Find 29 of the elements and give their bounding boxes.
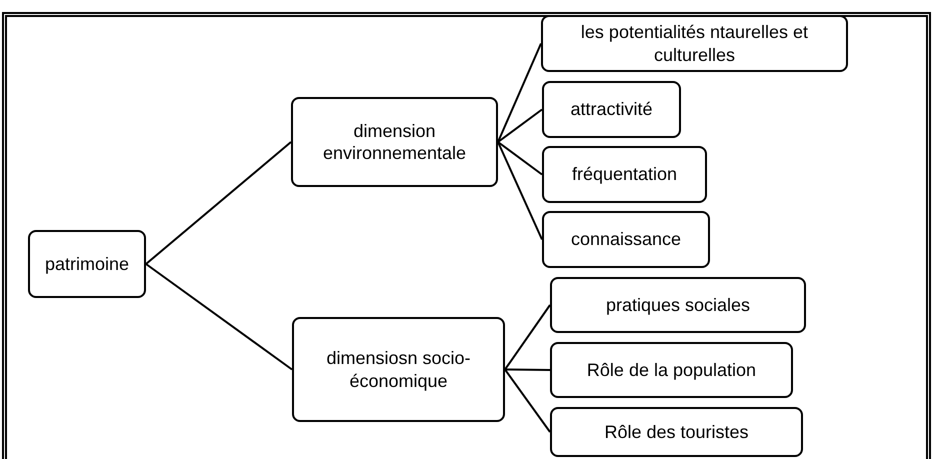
connector-line bbox=[504, 304, 551, 370]
connector-line bbox=[497, 108, 543, 143]
rounded-box bbox=[550, 277, 806, 333]
node-label: fréquentation bbox=[572, 163, 678, 186]
connector-line bbox=[145, 263, 293, 370]
connector-line bbox=[497, 141, 543, 176]
node-label: dimensiosn socio-économique bbox=[325, 347, 472, 392]
node-label: les potentialités ntaurelles et culturelles bbox=[580, 21, 810, 66]
rounded-box bbox=[292, 317, 505, 422]
node-label: connaissance bbox=[570, 228, 682, 251]
node-label: Rôle des touristes bbox=[604, 420, 749, 444]
rounded-box bbox=[28, 230, 146, 298]
node-label: attractivité bbox=[570, 98, 653, 121]
rounded-box bbox=[542, 146, 707, 203]
node-label: Rôle de la population bbox=[586, 358, 756, 382]
rounded-box bbox=[550, 342, 793, 398]
rounded-box bbox=[541, 15, 848, 72]
connector-line bbox=[504, 368, 550, 371]
connector-line bbox=[145, 141, 292, 265]
node-label: patrimoine bbox=[44, 252, 130, 276]
rounded-box bbox=[550, 407, 803, 457]
connector-line bbox=[497, 43, 542, 142]
node-label: pratiques sociales bbox=[606, 294, 750, 316]
connector-line bbox=[504, 368, 551, 433]
rounded-box bbox=[291, 97, 498, 187]
rounded-box bbox=[542, 81, 681, 138]
connector-line bbox=[497, 142, 543, 240]
rounded-box bbox=[542, 211, 710, 268]
node-label: dimension environnementale bbox=[322, 120, 468, 164]
